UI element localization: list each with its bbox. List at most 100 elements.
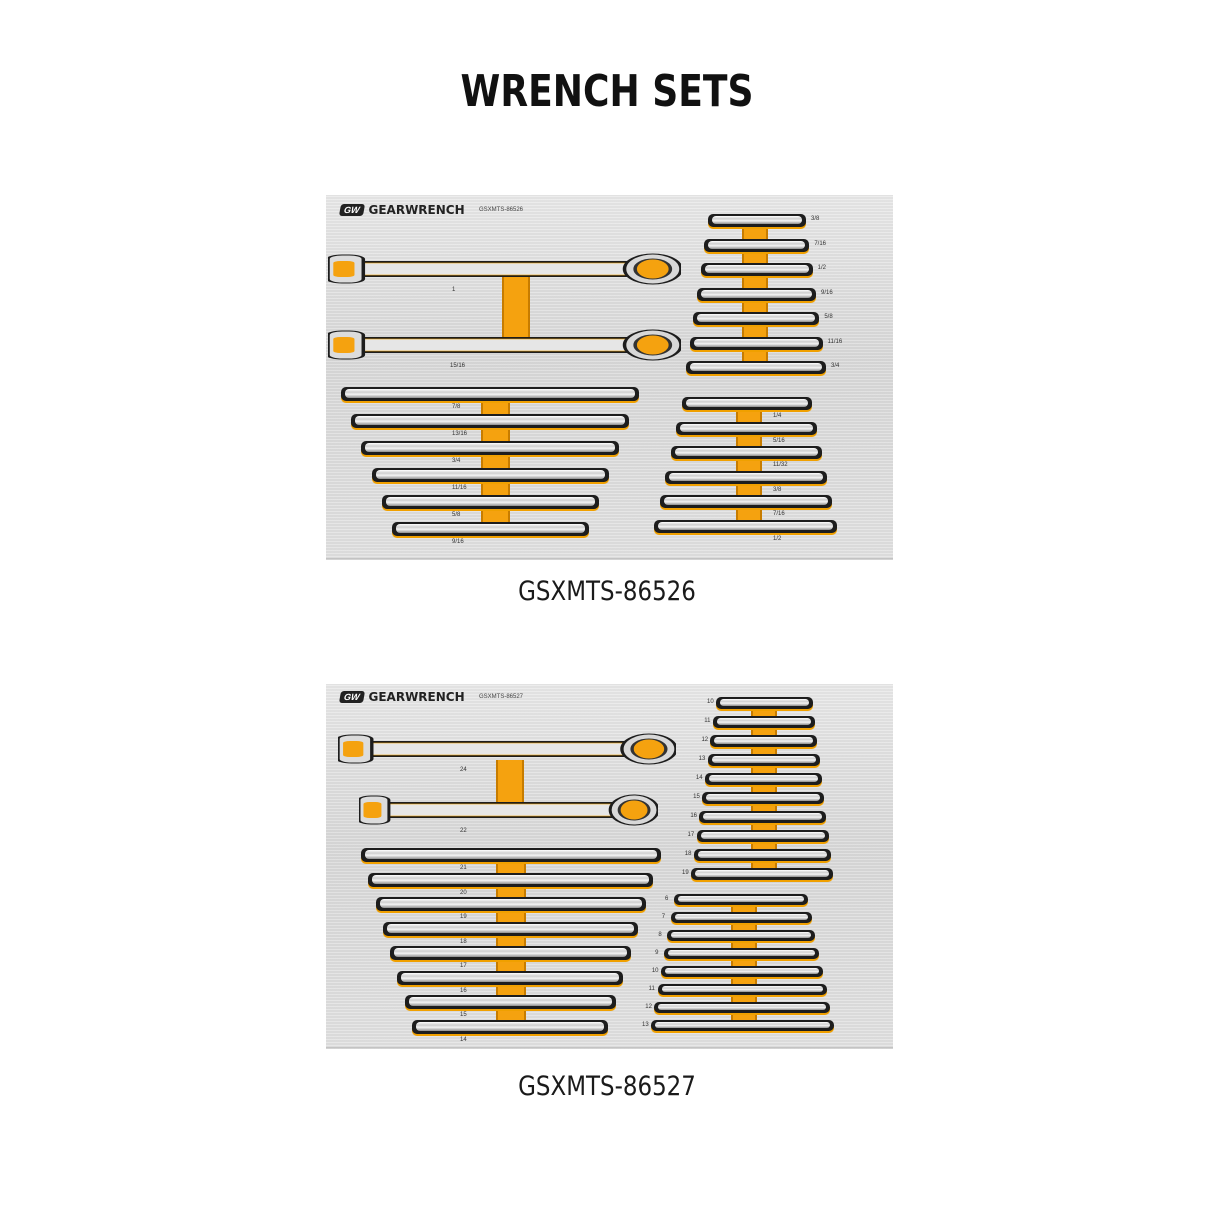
size-label: 11/16: [452, 485, 467, 491]
size-label: 21: [460, 865, 467, 871]
wrench: [693, 849, 831, 861]
ratcheting-wrench: [326, 329, 683, 361]
wrench: [654, 1002, 831, 1013]
wrench-body: [345, 389, 635, 398]
tray-caption: GSXMTS-86526: [518, 576, 696, 607]
wrench-body: [416, 1021, 604, 1031]
wrench: [381, 495, 599, 509]
brand-name: GEARWRENCH: [368, 203, 465, 217]
wrench: [691, 868, 833, 880]
wrench-body: [668, 950, 816, 956]
wrench-body: [708, 775, 818, 782]
wrench-body: [394, 948, 627, 957]
size-label: 15: [460, 1012, 467, 1018]
wrench: [382, 921, 639, 936]
wrench-body: [690, 363, 822, 371]
wrench: [697, 287, 816, 301]
wrench-body: [708, 240, 806, 249]
wrench: [704, 238, 810, 252]
wrench-body: [663, 497, 828, 505]
wrench-body: [396, 524, 585, 533]
wrench: [700, 263, 813, 276]
wrench-body: [385, 497, 595, 506]
size-label: 1/2: [773, 535, 782, 542]
wrench: [707, 754, 820, 766]
size-label: 19: [460, 914, 467, 920]
wrench-body: [714, 737, 814, 744]
size-label: 17: [460, 963, 467, 969]
wrench-body: [717, 718, 812, 725]
wrench: [693, 312, 820, 325]
wrench-body: [401, 972, 620, 982]
size-label: 15/16: [450, 363, 466, 369]
wrench: [670, 446, 822, 459]
size-label: 10: [651, 968, 659, 974]
size-label: 1/4: [773, 413, 782, 419]
wrench-body: [372, 874, 650, 884]
wrench-body: [658, 1004, 827, 1010]
wrench-body: [386, 923, 635, 933]
gw-logo-badge: GW: [338, 691, 365, 703]
size-label: 14: [695, 775, 703, 781]
size-label: 7: [661, 914, 666, 920]
size-label: 7/16: [814, 240, 827, 247]
foam-spine: [736, 401, 762, 532]
wrench-body: [674, 448, 818, 456]
tray-caption: GSXMTS-86527: [518, 1071, 696, 1102]
wrench-body: [693, 338, 819, 347]
size-label: 3/4: [831, 363, 840, 369]
wrench-body: [703, 813, 823, 820]
wrench: [368, 872, 654, 887]
wrench: [654, 519, 837, 533]
wrench-body: [671, 932, 812, 938]
wrench: [670, 912, 812, 923]
wrench-body: [706, 794, 821, 801]
wrench: [390, 946, 631, 960]
wrench-body: [669, 472, 823, 481]
wrench-body: [379, 899, 642, 908]
wrench: [361, 848, 661, 862]
wrench: [657, 984, 827, 995]
size-label: 11/32: [773, 462, 788, 468]
wrench-body: [704, 265, 809, 273]
wrench: [708, 214, 806, 227]
wrench-body: [700, 832, 825, 839]
brand-name: GEARWRENCH: [368, 690, 465, 704]
size-label: 22: [460, 828, 467, 834]
ratcheting-wrench: [336, 733, 678, 765]
size-label: 5/8: [824, 314, 833, 320]
size-label: 9/16: [821, 289, 833, 296]
wrench-body: [355, 416, 625, 425]
wrench: [351, 414, 629, 428]
size-label: 8: [658, 932, 662, 938]
wrench: [686, 361, 826, 374]
wrench-body: [664, 968, 819, 974]
size-label: 13: [642, 1022, 649, 1028]
brand-logo: GW GEARWRENCH: [338, 203, 465, 217]
wrench: [664, 948, 820, 959]
size-label: 7/8: [452, 404, 461, 410]
size-label: 11: [648, 986, 655, 992]
size-label: 3/8: [811, 216, 820, 222]
foam-spine: [502, 275, 530, 337]
wrench: [412, 1019, 608, 1034]
ratcheting-wrench: [357, 794, 660, 826]
size-label: 24: [460, 767, 467, 773]
size-label: 9: [655, 950, 659, 956]
foam-spine: [481, 391, 510, 534]
wrench: [699, 811, 827, 823]
wrench-body: [697, 314, 816, 322]
wrench-body: [655, 1022, 830, 1028]
size-label: 20: [460, 889, 467, 896]
size-label: 5/16: [773, 437, 785, 444]
wrench: [716, 697, 813, 709]
size-label: 6: [665, 896, 669, 902]
wrench-body: [712, 216, 802, 224]
wrench-body: [686, 399, 808, 407]
wrench: [361, 441, 619, 455]
size-label: 9/16: [452, 539, 464, 545]
wrench: [659, 495, 832, 508]
size-label: 3/8: [773, 486, 782, 493]
gw-logo-badge: GW: [338, 204, 365, 216]
